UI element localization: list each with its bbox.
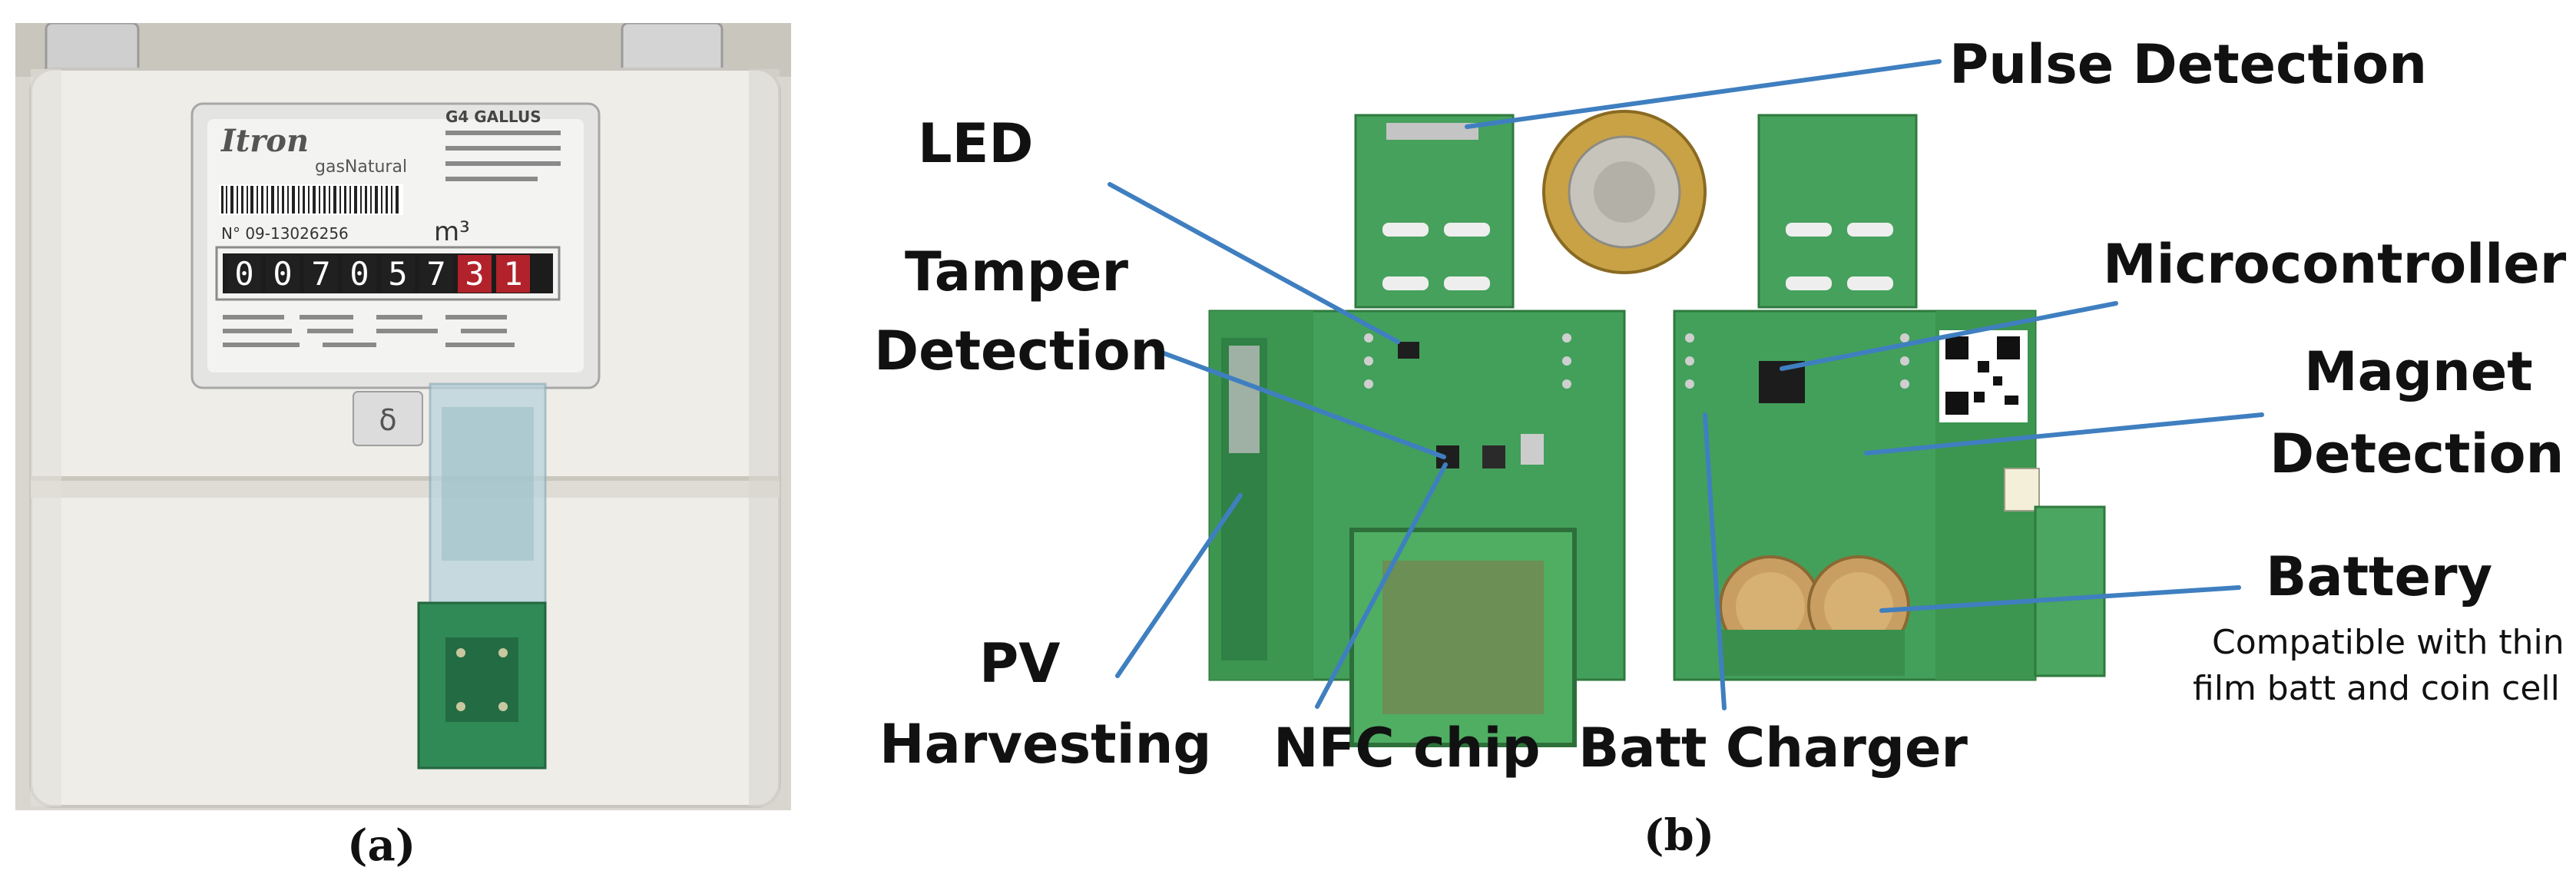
label-led: LED <box>918 112 1034 175</box>
meter-logo: gasNatural <box>315 157 408 177</box>
pcb-board-left <box>1208 114 1626 747</box>
meter-serial: N° 09-13026256 <box>221 224 349 243</box>
gas-meter-illustration: δ <box>15 23 791 810</box>
callout-led <box>1108 182 1400 344</box>
meter-odometer: 0 0 7 0 5 7 3 1 <box>227 255 530 293</box>
label-magnet-detection-line1: Magnet <box>2304 340 2533 403</box>
callout-battery <box>1879 585 2241 613</box>
label-pv-harvesting-line2: Harvesting <box>879 713 1212 776</box>
callout-pv-harvesting <box>1115 493 1243 678</box>
odometer-digit-red: 1 <box>496 255 530 293</box>
battery-note-line2: film batt and coin cell <box>2193 669 2560 708</box>
odometer-digit: 7 <box>304 255 338 293</box>
barcode <box>219 184 403 215</box>
callout-microcontroller <box>1780 301 2118 371</box>
odometer-digit: 5 <box>381 255 415 293</box>
odometer-digit-red: 3 <box>458 255 492 293</box>
label-pv-harvesting-line1: PV <box>979 632 1061 695</box>
label-magnet-detection-line2: Detection <box>2270 422 2564 485</box>
pcb-board-right <box>1673 114 2106 681</box>
caption-b: (b) <box>1644 810 1715 861</box>
label-microcontroller: Microcontroller <box>2103 233 2567 296</box>
gas-meter-photo: δ Itron gasNatural G4 GALLUS N° 09-13026… <box>15 23 791 810</box>
battery-note-line1: Compatible with thin <box>2212 623 2564 662</box>
odometer-digit: 0 <box>266 255 300 293</box>
meter-unit: m³ <box>434 217 470 247</box>
callout-pulse-detection <box>1465 59 1942 129</box>
label-pulse-detection: Pulse Detection <box>1949 33 2428 96</box>
callout-nfc-chip <box>1315 462 1448 709</box>
callout-batt-charger <box>1703 412 1727 710</box>
callout-magnet-detection <box>1864 412 2264 455</box>
label-batt-charger: Batt Charger <box>1578 717 1968 780</box>
meter-model: G4 GALLUS <box>445 108 541 126</box>
meter-brand: Itron <box>221 123 310 159</box>
callout-tamper-detection <box>1157 349 1446 459</box>
label-tamper-detection-line1: Tamper <box>905 240 1129 303</box>
label-nfc-chip: NFC chip <box>1273 717 1541 780</box>
coin <box>1542 110 1707 274</box>
odometer-digit: 0 <box>343 255 376 293</box>
label-tamper-detection-line2: Detection <box>874 319 1169 382</box>
label-battery: Battery <box>2266 545 2493 608</box>
odometer-digit: 0 <box>227 255 261 293</box>
odometer-digit: 7 <box>419 255 453 293</box>
svg-text:δ: δ <box>379 403 396 437</box>
caption-a: (a) <box>347 820 416 871</box>
